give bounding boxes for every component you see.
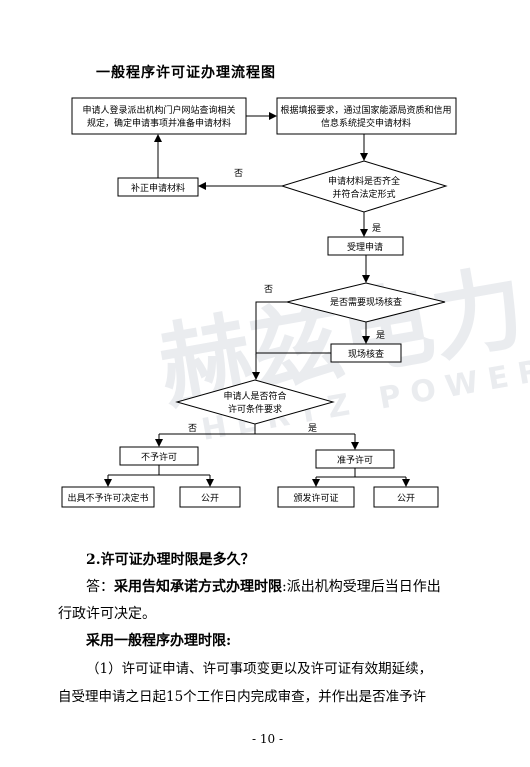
node-text: 受理申请 bbox=[347, 241, 383, 253]
flow-connectors bbox=[104, 112, 410, 487]
page-number: - 10 - bbox=[252, 732, 284, 746]
paragraph-line: 自受理申请之日起15个工作日内完成审查，并作出是否准予许 bbox=[58, 689, 427, 705]
paragraph-line: （1）许可证申请、许可事项变更以及许可证有效期延续， bbox=[86, 661, 433, 677]
node-text: 公开 bbox=[397, 493, 415, 504]
flow-decision-meets-conditions bbox=[175, 379, 335, 425]
answer-prefix: 答： bbox=[86, 579, 114, 595]
label-yes: 是 bbox=[376, 330, 385, 341]
flow-node-issue-permit bbox=[277, 486, 355, 508]
node-text: 规定，确定申请事项并准备申请材料 bbox=[87, 117, 231, 129]
node-text: 申请人是否符合 bbox=[223, 390, 286, 402]
node-text: 并符合法定形式 bbox=[332, 188, 395, 200]
answer-bold: 采用告知承诺方式办理时限 bbox=[114, 579, 282, 595]
answer-rest: :派出机构受理后当日作出 bbox=[282, 579, 441, 595]
label-yes: 是 bbox=[308, 423, 317, 434]
flow-node-deny-decision bbox=[61, 486, 155, 508]
node-text: 不予许可 bbox=[141, 451, 177, 463]
general-heading: 采用一般程序办理时限: bbox=[86, 633, 232, 649]
flow-node-public-1 bbox=[179, 486, 241, 508]
node-text: 公开 bbox=[201, 493, 219, 504]
node-text: 颁发许可证 bbox=[293, 492, 338, 504]
flowchart: 申请人登录派出机构门户网站查询相关 规定，确定申请事项并准备申请材料 根据填报要… bbox=[61, 97, 457, 508]
label-no: 否 bbox=[234, 168, 243, 179]
node-text: 出具不予许可决定书 bbox=[67, 492, 148, 504]
answer-line-1: 答：采用告知承诺方式办理时限:派出机构受理后当日作出 bbox=[86, 580, 441, 594]
answer-line-2: 行政许可决定。 bbox=[58, 606, 156, 622]
node-text: 许可条件要求 bbox=[228, 403, 282, 415]
flowchart-title: 一般程序许可证办理流程图 bbox=[96, 65, 276, 81]
node-text: 申请人登录派出机构门户网站查询相关 bbox=[82, 104, 235, 116]
node-text: 是否需要现场核查 bbox=[330, 296, 402, 308]
flow-node-public-2 bbox=[373, 486, 439, 508]
flow-node-submit-materials bbox=[276, 97, 457, 135]
node-text: 现场核查 bbox=[348, 348, 384, 360]
label-yes: 是 bbox=[372, 223, 381, 234]
section-title: 2.许可证办理时限是多久？ bbox=[86, 552, 255, 568]
node-text: 准予许可 bbox=[337, 454, 373, 466]
node-text: 根据填报要求，通过国家能源局资质和信用 bbox=[280, 104, 451, 116]
label-no: 否 bbox=[188, 423, 197, 434]
label-no: 否 bbox=[264, 284, 273, 295]
node-text: 申请材料是否齐全 bbox=[328, 175, 400, 187]
node-text: 补正申请材料 bbox=[131, 182, 185, 194]
node-text: 信息系统提交申请材料 bbox=[321, 117, 411, 129]
